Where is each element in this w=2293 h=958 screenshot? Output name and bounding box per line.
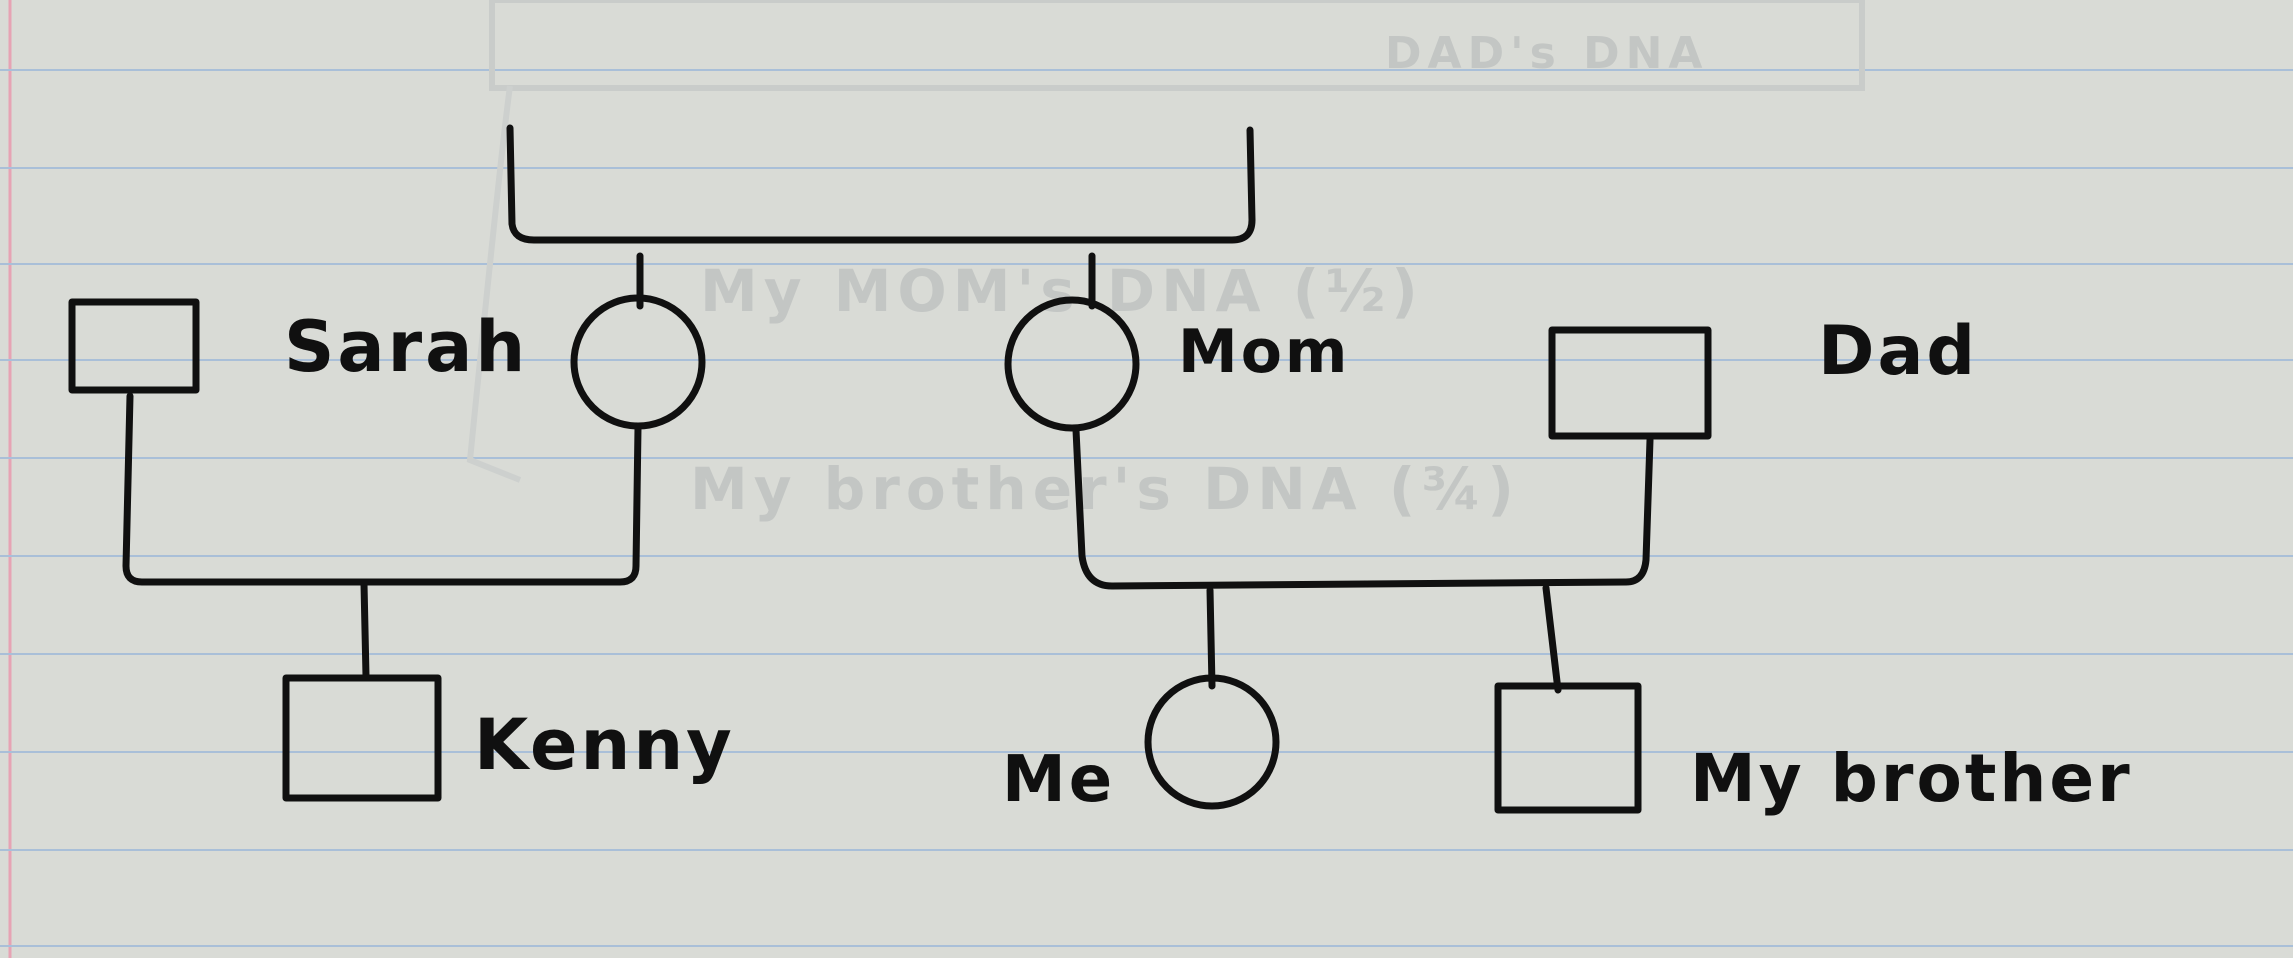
sarah-spouse-square (68, 298, 200, 394)
ghost-text-brothers-dna: My brother's DNA (¾) (690, 455, 1520, 523)
label-my-brother: My brother (1690, 740, 2133, 817)
label-me: Me (1002, 743, 1116, 817)
mom-circle (1004, 296, 1140, 432)
ghost-text-moms-dna: My MOM's DNA (½) (700, 257, 1424, 325)
kenny-descent-line (360, 580, 370, 680)
brother-descent-line (1542, 584, 1562, 694)
grandparents-bracket (506, 124, 1256, 244)
label-kenny: Kenny (474, 704, 735, 786)
label-sarah: Sarah (284, 306, 529, 388)
ghost-arrow (466, 85, 522, 483)
dad-square (1548, 326, 1712, 440)
ghost-text-dads-dna: DAD's DNA (1385, 28, 1709, 79)
parents-marriage-line (1072, 426, 1654, 590)
label-dad: Dad (1818, 312, 1979, 391)
me-descent-line (1206, 586, 1216, 690)
label-mom: Mom (1178, 317, 1351, 387)
kenny-square (282, 674, 442, 802)
sarah-circle (570, 294, 706, 430)
me-circle (1144, 674, 1280, 810)
ghost-box (489, 0, 1865, 91)
sarah-marriage-line (122, 392, 642, 586)
brother-square (1494, 682, 1642, 814)
